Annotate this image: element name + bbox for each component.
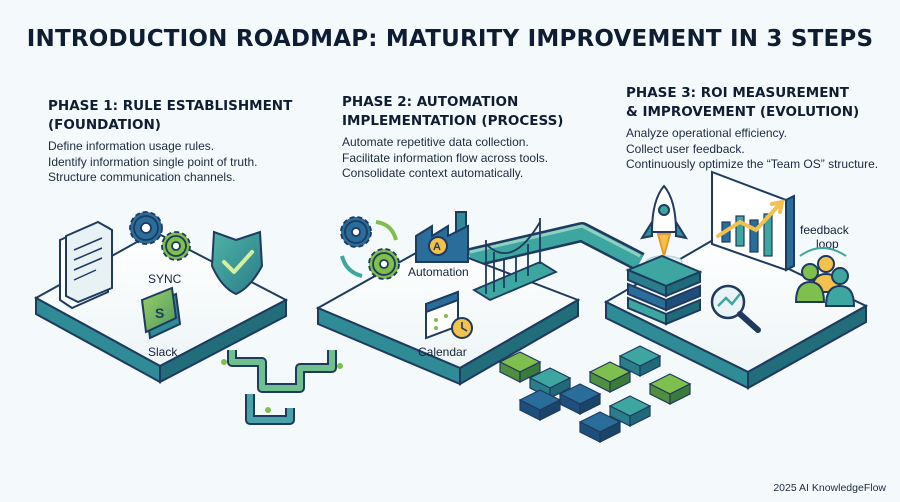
phase-2-item: Facilitate information flow across tools… (342, 150, 549, 165)
phase-1-item: Define information usage rules. (48, 139, 215, 153)
svg-text:S: S (155, 305, 164, 321)
phase-3-description: Analyze operational efficiency. Collect … (626, 126, 878, 173)
slack-logo: S (140, 286, 182, 340)
bridge-icon (472, 218, 558, 302)
footer-credit: 2025 AI KnowledgeFlow (773, 482, 886, 494)
gears-cycle-icon (340, 216, 400, 280)
phase-2-label-automation: Automation (408, 265, 469, 279)
phase-3-label-feedback: feedback (800, 223, 850, 237)
rocket-icon (639, 184, 689, 269)
phase-1-item: Identify information single point of tru… (48, 154, 258, 169)
connector-phase2-phase3 (467, 222, 645, 271)
phase-3-item: Collect user feedback. (626, 141, 745, 156)
phase-3-title: PHASE 3: ROI MEASUREMENT & IMPROVEMENT (… (626, 84, 859, 122)
phase-2-item: Consolidate context automatically. (342, 166, 524, 180)
server-stack-icon (625, 254, 703, 326)
phase-1-label-sync: SYNC (148, 272, 182, 286)
phase-2-label-calendar: Calendar (418, 345, 467, 359)
users-icon (794, 247, 856, 307)
page-title: INTRODUCTION ROADMAP: MATURITY IMPROVEME… (26, 26, 874, 52)
phase-1-title-line2: (FOUNDATION) (48, 117, 161, 133)
gears-icon (129, 211, 191, 261)
phase-1-description: Define information usage rules. Identify… (48, 139, 257, 186)
phase-1-title: PHASE 1: RULE ESTABLISHMENT (FOUNDATION) (48, 97, 292, 135)
phase-2-title-line1: PHASE 2: AUTOMATION (342, 94, 519, 110)
phase-1-item: Structure communication channels. (48, 170, 236, 184)
phase-2-title-line2: IMPLEMENTATION (PROCESS) (342, 113, 564, 129)
phase-2-title: PHASE 2: AUTOMATION IMPLEMENTATION (PROC… (342, 93, 563, 131)
shield-check-icon (210, 230, 264, 296)
phase-2-description: Automate repetitive data collection. Fac… (342, 135, 548, 182)
growth-chart-icon (711, 170, 795, 272)
phase-1-label-slack: Slack (148, 345, 178, 359)
calendar-clock-icon (425, 290, 473, 340)
phase-3-item: Continuously optimize the “Team OS” stru… (626, 157, 879, 171)
phase-1-title-line1: PHASE 1: RULE ESTABLISHMENT (48, 98, 293, 114)
svg-text:A: A (433, 241, 441, 253)
connector-phase1-phase2 (221, 350, 343, 425)
phase-3-title-line1: PHASE 3: ROI MEASUREMENT (626, 85, 849, 101)
document-icon (59, 220, 113, 310)
phase-3-item: Analyze operational efficiency. (626, 126, 787, 140)
phase-2-item: Automate repetitive data collection. (342, 135, 529, 149)
factory-icon: A (415, 211, 469, 263)
data-blocks (498, 345, 692, 443)
phase-3-title-line2: & IMPROVEMENT (EVOLUTION) (626, 104, 860, 120)
magnifier-icon (710, 284, 761, 333)
